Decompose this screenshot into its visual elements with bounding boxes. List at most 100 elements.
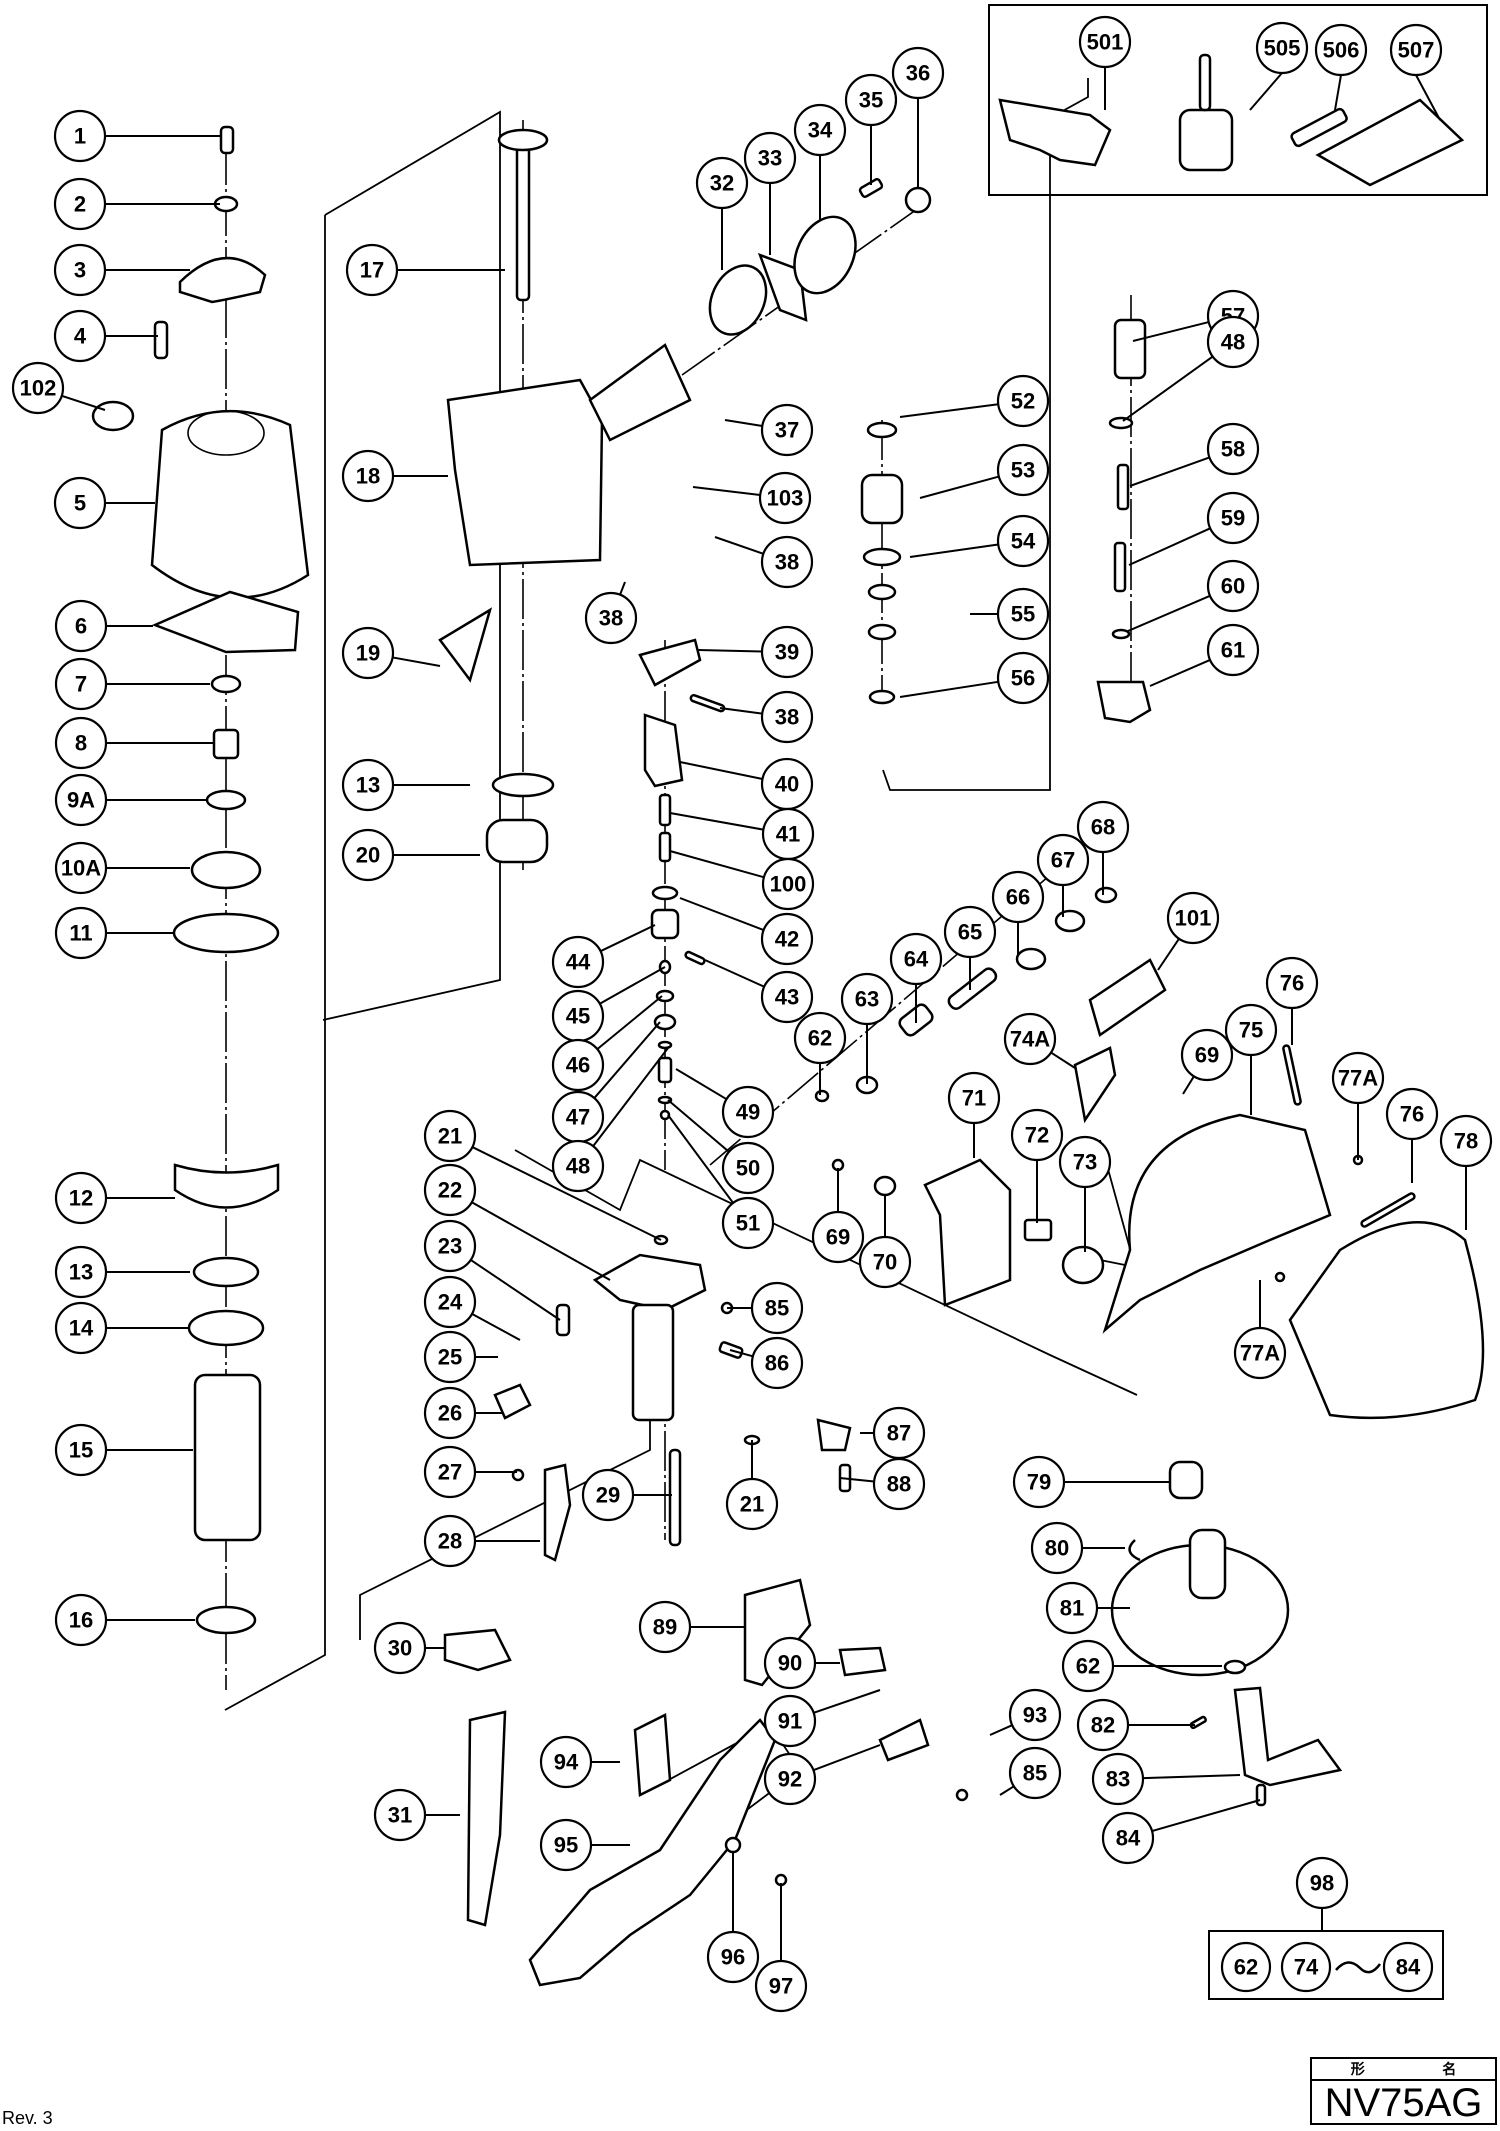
callout-77a: 77A bbox=[1331, 1051, 1385, 1105]
part-13-o-ring bbox=[192, 1256, 260, 1288]
leader-45 bbox=[599, 966, 666, 1005]
callout-38: 38 bbox=[584, 591, 638, 645]
callout-81: 81 bbox=[1045, 1581, 1099, 1635]
part-49-plunger bbox=[657, 1056, 673, 1084]
callout-4: 4 bbox=[53, 309, 107, 363]
callout-86: 86 bbox=[750, 1336, 804, 1390]
part-68-ring bbox=[1094, 886, 1118, 904]
assembly-boundaries bbox=[224, 78, 1138, 1831]
callout-25: 25 bbox=[423, 1330, 477, 1384]
leader-507 bbox=[1415, 74, 1441, 121]
svg-text:49: 49 bbox=[736, 1100, 760, 1125]
part-54-ring bbox=[862, 547, 902, 567]
svg-text:83: 83 bbox=[1106, 1767, 1130, 1792]
svg-text:4: 4 bbox=[74, 324, 87, 349]
part-61-valve-cap bbox=[1096, 680, 1152, 724]
part-56-ring bbox=[868, 689, 896, 705]
callout-7: 7 bbox=[54, 657, 108, 711]
callout-88: 88 bbox=[872, 1457, 926, 1511]
part-22-nose bbox=[592, 1253, 707, 1312]
part-31-push-lever bbox=[466, 1710, 507, 1927]
callout-54: 54 bbox=[996, 514, 1050, 568]
part-77b-pin bbox=[1274, 1271, 1286, 1283]
svg-text:62: 62 bbox=[1234, 1955, 1258, 1980]
callout-13: 13 bbox=[54, 1245, 108, 1299]
kit-contents: 62 74 84 bbox=[1220, 1941, 1434, 1993]
svg-text:64: 64 bbox=[904, 947, 929, 972]
callout-69: 69 bbox=[811, 1210, 865, 1264]
valve-group-boundary bbox=[882, 78, 1089, 791]
svg-text:52: 52 bbox=[1011, 389, 1035, 414]
callout-85: 85 bbox=[1008, 1746, 1062, 1800]
part-94-bracket bbox=[633, 1713, 672, 1797]
svg-text:40: 40 bbox=[775, 772, 799, 797]
callout-8: 8 bbox=[54, 716, 108, 770]
svg-text:36: 36 bbox=[906, 61, 930, 86]
svg-text:10A: 10A bbox=[61, 856, 101, 881]
callout-70: 70 bbox=[858, 1235, 912, 1289]
svg-text:1: 1 bbox=[74, 124, 86, 149]
svg-text:73: 73 bbox=[1073, 1150, 1097, 1175]
svg-text:71: 71 bbox=[962, 1086, 986, 1111]
svg-text:506: 506 bbox=[1323, 38, 1360, 63]
callout-5: 5 bbox=[53, 476, 107, 530]
callout-39: 39 bbox=[760, 625, 814, 679]
leader-46 bbox=[596, 995, 663, 1050]
leader-86 bbox=[729, 1349, 754, 1358]
callout-506: 506 bbox=[1314, 23, 1368, 77]
callout-40: 40 bbox=[760, 757, 814, 811]
callout-47: 47 bbox=[551, 1090, 605, 1144]
svg-text:24: 24 bbox=[438, 1290, 463, 1315]
svg-text:61: 61 bbox=[1221, 638, 1245, 663]
part-84-spring bbox=[1255, 1783, 1267, 1807]
svg-text:28: 28 bbox=[438, 1529, 462, 1554]
callout-51: 51 bbox=[721, 1196, 775, 1250]
part-81-shaft bbox=[1188, 1528, 1227, 1600]
callout-19: 19 bbox=[341, 626, 395, 680]
part-75-magazine bbox=[1102, 1113, 1332, 1334]
svg-text:92: 92 bbox=[778, 1767, 802, 1792]
svg-text:97: 97 bbox=[769, 1974, 793, 1999]
leader-39 bbox=[697, 649, 763, 653]
callout-49: 49 bbox=[721, 1085, 775, 1139]
callout-60: 60 bbox=[1206, 559, 1260, 613]
leader-100 bbox=[669, 850, 765, 879]
part-57-valve-bushing bbox=[1113, 318, 1147, 380]
part-7-washer bbox=[210, 674, 242, 694]
callout-73: 73 bbox=[1058, 1135, 1112, 1189]
callout-27: 27 bbox=[423, 1445, 477, 1499]
svg-text:102: 102 bbox=[20, 376, 57, 401]
part-35-screw bbox=[858, 178, 884, 198]
svg-text:31: 31 bbox=[388, 1803, 412, 1828]
callout-63: 63 bbox=[840, 972, 894, 1026]
callout-61: 61 bbox=[1206, 623, 1260, 677]
callout-102: 102 bbox=[11, 361, 65, 415]
svg-text:23: 23 bbox=[438, 1234, 462, 1259]
part-58-spring bbox=[1116, 463, 1130, 511]
callout-97: 97 bbox=[754, 1959, 808, 2013]
revision-label: Rev. 3 bbox=[2, 2108, 53, 2128]
part-55-ring-b bbox=[867, 623, 897, 641]
callout-38: 38 bbox=[760, 535, 814, 589]
svg-text:62: 62 bbox=[808, 1026, 832, 1051]
svg-text:54: 54 bbox=[1011, 529, 1036, 554]
part-44-adjuster bbox=[650, 908, 680, 940]
leader-53 bbox=[919, 475, 1000, 499]
callout-46: 46 bbox=[551, 1038, 605, 1092]
leader-lines bbox=[61, 67, 1467, 1961]
part-100-spring bbox=[658, 831, 672, 863]
part-101-label bbox=[1088, 958, 1167, 1038]
part-8-spring bbox=[212, 728, 240, 760]
leader-47 bbox=[593, 1021, 661, 1099]
svg-text:72: 72 bbox=[1025, 1123, 1049, 1148]
callout-11: 11 bbox=[54, 906, 108, 960]
svg-text:7: 7 bbox=[75, 672, 87, 697]
leader-88 bbox=[839, 1477, 875, 1483]
svg-text:94: 94 bbox=[554, 1750, 579, 1775]
part-82-pin bbox=[1189, 1715, 1207, 1730]
svg-text:74: 74 bbox=[1294, 1955, 1319, 1980]
kit-callout-end: 84 bbox=[1382, 1941, 1434, 1993]
callout-33: 33 bbox=[743, 131, 797, 185]
